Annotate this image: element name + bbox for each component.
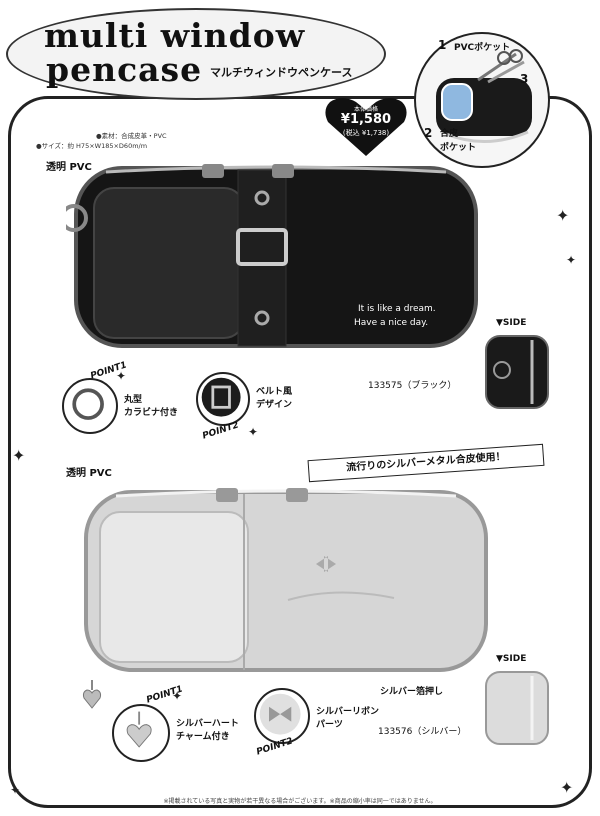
black-pencase-image [66, 164, 478, 348]
sparkle-icon: ✦ [560, 778, 574, 797]
heart-icon [325, 98, 407, 156]
heart-icon [126, 711, 152, 748]
black-point2-circle [196, 372, 250, 426]
black-point2-line1: ベルト風 [256, 387, 293, 397]
sparkle-icon: ✦ [248, 425, 259, 439]
black-point1-line2: カラビナ付き [124, 408, 179, 418]
title-line-1: multi window [44, 16, 306, 55]
silver-product-code: 133576（シルバー） [378, 727, 467, 737]
black-print-line-2: Have a nice day. [354, 318, 429, 328]
silver-point2-line1: シルバーリボン [316, 707, 380, 717]
price-tax-included: (税込 ¥1,738) [342, 129, 390, 137]
sparkle-icon: ✦ [10, 783, 21, 797]
silver-foil-label: シルバー箔押し [380, 687, 444, 697]
black-side-label: ▼SIDE [496, 318, 527, 328]
silver-pencase-image [84, 488, 488, 672]
black-clear-pvc-label: 透明 PVC [46, 162, 92, 173]
footer-note: ※掲載されている写真と実物が若干異なる場合がございます。※商品の縮小率は同一では… [163, 798, 437, 805]
silver-point1-circle [112, 704, 170, 762]
title-oval [6, 8, 386, 100]
pocket-2-label-line1: 合皮 [440, 129, 459, 139]
black-side-image [485, 335, 549, 409]
pocket-2-number: 2 [424, 126, 433, 140]
title-line-2: pencase [46, 50, 203, 89]
carabiner-icon [72, 388, 104, 420]
pocket-detail-illustration [436, 49, 532, 143]
heart-charm-icon [82, 680, 102, 709]
pocket-1-number: 1 [438, 38, 447, 52]
silver-point2-circle [254, 688, 310, 744]
pocket-detail-circle [414, 32, 550, 168]
black-product-code: 133575（ブラック） [368, 381, 457, 391]
pocket-3-number: 3 [520, 72, 529, 86]
spec-material: ●素材：合成皮革・PVC [96, 132, 167, 140]
price-label: 本体価格 [353, 106, 378, 113]
title-japanese: マルチウィンドウペンケース [210, 66, 353, 79]
black-point1-circle [62, 378, 118, 434]
pocket-1-label: PVCポケット [454, 43, 511, 53]
silver-side-image [485, 671, 549, 745]
spec-size: ●サイズ：約 H75×W185×D60m/m [36, 142, 148, 150]
silver-point2-line2: パーツ [316, 720, 343, 730]
silver-side-label: ▼SIDE [496, 654, 527, 664]
sparkle-icon: ✦ [12, 446, 26, 465]
pocket-2-label-line2: ポケット [440, 143, 477, 153]
sparkle-icon: ✦ [566, 253, 577, 267]
silver-point1-line2: チャーム付き [176, 732, 230, 742]
ribbon-icon [259, 693, 301, 735]
black-point2-line2: デザイン [256, 400, 293, 410]
price-value: ¥1,580 [340, 112, 392, 127]
black-print-line-1: It is like a dream. [358, 304, 436, 314]
sparkle-icon: ✦ [116, 369, 127, 383]
silver-point1-line1: シルバーハート [176, 719, 239, 729]
sparkle-icon: ✦ [556, 206, 570, 225]
black-point1-line1: 丸型 [124, 395, 143, 405]
belt-buckle-icon [201, 377, 241, 417]
sparkle-icon: ✦ [172, 689, 183, 703]
silver-clear-pvc-label: 透明 PVC [66, 468, 112, 479]
